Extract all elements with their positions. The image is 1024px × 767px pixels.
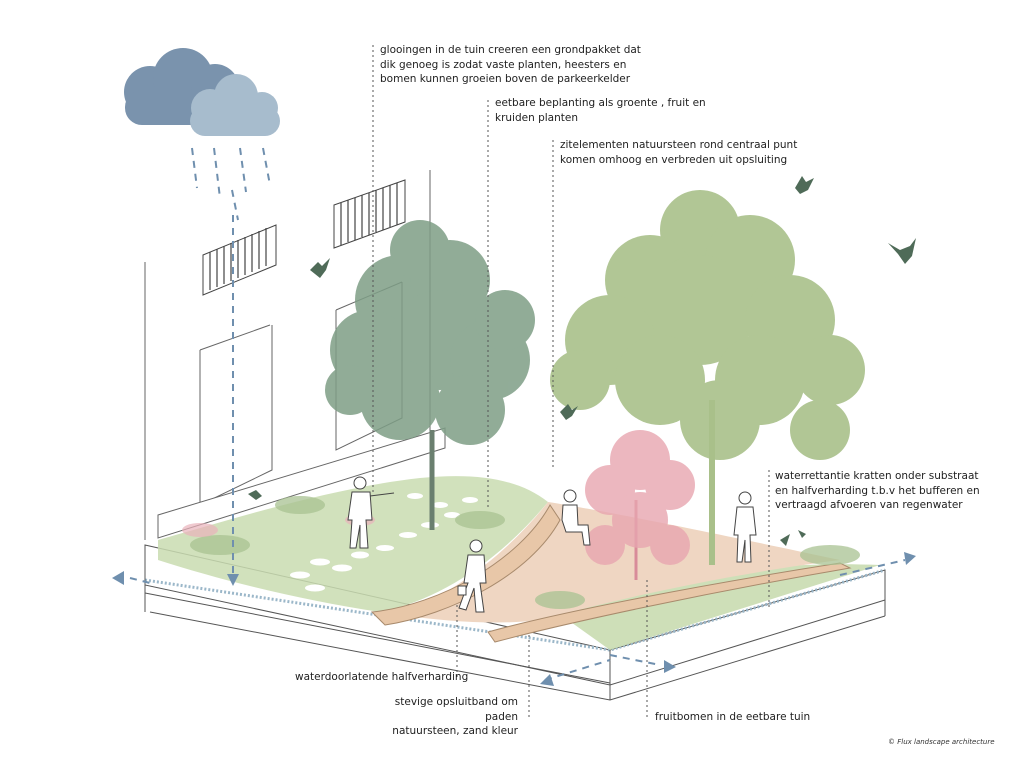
- window-balcony-right: [333, 179, 406, 249]
- annotation-opsluitband: stevige opsluitband om paden natuursteen…: [392, 696, 518, 737]
- person-standing: [733, 491, 757, 563]
- tree-dark-green: [325, 220, 535, 530]
- water-flow-arrows: [129, 215, 906, 681]
- person-walking: [457, 539, 487, 613]
- seating-curbs: [370, 504, 852, 643]
- annotation-zitelementen: zitelementen natuursteen rond centraal p…: [560, 139, 798, 166]
- annotation-fruitbomen: fruitbomen in de eetbare tuin: [655, 711, 811, 723]
- arrow-heads: [112, 552, 916, 686]
- rain-drops: [191, 147, 271, 221]
- annotation-waterretentie: waterrettantie kratten onder substraat e…: [775, 470, 980, 511]
- shrubs: [190, 496, 860, 609]
- path-halfverharding: [400, 502, 840, 623]
- person-pointing: [347, 476, 395, 549]
- tree-pink: [585, 430, 695, 580]
- bird-icons: [248, 176, 916, 546]
- person-sitting: [561, 489, 591, 546]
- window-balcony-left: [202, 224, 277, 296]
- annotation-eetbare-beplanting: eetbare beplanting als groente , fruit e…: [495, 97, 706, 124]
- leader-lines: [372, 45, 770, 720]
- tree-light-green: [550, 190, 865, 565]
- annotation-grondpakket: glooingen in de tuin creeren een grondpa…: [380, 44, 641, 85]
- copyright-credit: © Flux landscape architecture: [888, 738, 995, 746]
- annotation-halfverharding: waterdoorlatende halfverharding: [295, 671, 469, 683]
- rain-cloud-icon: [124, 48, 280, 136]
- ground-block: [144, 544, 886, 701]
